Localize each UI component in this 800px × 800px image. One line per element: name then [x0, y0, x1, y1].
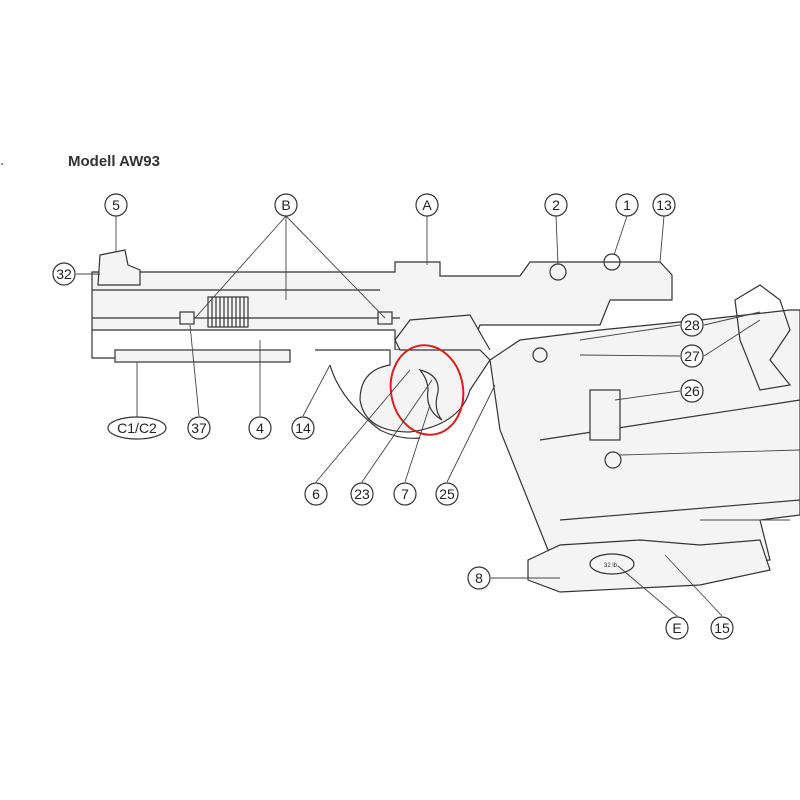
callout-8: 8: [467, 566, 491, 590]
svg-text:28: 28: [684, 317, 700, 333]
callout-23: 23: [350, 482, 374, 506]
svg-text:E: E: [672, 620, 681, 636]
svg-text:C1/C2: C1/C2: [117, 420, 157, 436]
margin-mark: .: [0, 152, 5, 169]
callout-32: 32: [52, 262, 76, 286]
callout-25: 25: [435, 482, 459, 506]
leader-lines: [76, 215, 800, 617]
svg-text:13: 13: [656, 197, 672, 213]
diagram-title: Modell AW93: [68, 153, 160, 170]
pistol-drawing: 32 lb: [91, 249, 800, 593]
callout-5: 5: [104, 193, 128, 217]
callout-37: 37: [187, 416, 211, 440]
svg-text:8: 8: [475, 570, 483, 586]
svg-text:5: 5: [112, 197, 120, 213]
callout-A: A: [415, 193, 439, 217]
callout-28: 28: [680, 313, 704, 337]
svg-text:37: 37: [191, 420, 207, 436]
svg-text:2: 2: [552, 197, 560, 213]
callout-2: 2: [544, 193, 568, 217]
svg-text:32: 32: [56, 266, 72, 282]
callout-7: 7: [393, 482, 417, 506]
svg-text:23: 23: [354, 486, 370, 502]
highlight-circle: [389, 344, 465, 436]
svg-text:1: 1: [623, 197, 631, 213]
callout-B: B: [274, 193, 298, 217]
callout-27: 27: [680, 344, 704, 368]
svg-text:26: 26: [684, 383, 700, 399]
svg-text:A: A: [422, 197, 432, 213]
svg-text:6: 6: [312, 486, 320, 502]
svg-text:15: 15: [714, 620, 730, 636]
callout-15: 15: [710, 616, 734, 640]
svg-text:4: 4: [256, 420, 264, 436]
callout-6: 6: [304, 482, 328, 506]
svg-text:7: 7: [401, 486, 409, 502]
svg-text:B: B: [281, 197, 290, 213]
callout-E: E: [665, 616, 689, 640]
weight-label: 32 lb: [604, 563, 618, 569]
callout-C1-C2: C1/C2: [107, 416, 167, 440]
callout-4: 4: [248, 416, 272, 440]
callout-1: 1: [615, 193, 639, 217]
callout-13: 13: [652, 193, 676, 217]
svg-text:14: 14: [295, 420, 311, 436]
svg-text:25: 25: [439, 486, 455, 502]
callout-14: 14: [291, 416, 315, 440]
svg-text:27: 27: [684, 348, 700, 364]
callout-26: 26: [680, 379, 704, 403]
